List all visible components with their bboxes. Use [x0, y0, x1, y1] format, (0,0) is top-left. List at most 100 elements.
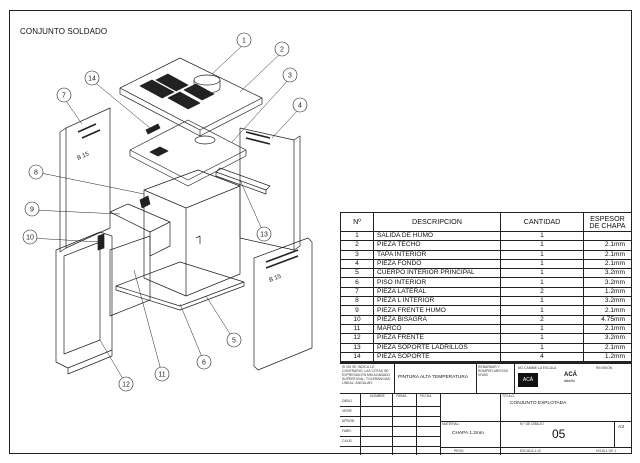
titulo-label: TÍTULO:	[502, 394, 515, 398]
bom-cell-thk: 1.2mm	[583, 351, 632, 363]
signature-rows: DIBUJ.VERIF.APROB.FABR.CALID.	[340, 399, 500, 455]
balloon-label: 3	[288, 72, 292, 79]
signature-row-label: VERIF.	[342, 409, 353, 413]
balloon-3: 3	[282, 67, 298, 83]
logo-aca-diseno: ACÁ diseño	[564, 372, 577, 384]
balloon-label: 9	[30, 206, 34, 213]
bom-cell-qty: 1	[500, 342, 584, 353]
balloon-label: 7	[62, 92, 66, 99]
balloon-5: 5	[226, 332, 242, 348]
bill-of-materials: Nº DESCRIPCION CANTIDAD ESPESOR DE CHAPA…	[340, 212, 632, 363]
balloon-6: 6	[196, 354, 212, 370]
bom-cell-qty: 2	[500, 286, 584, 298]
balloon-label: 11	[158, 371, 165, 378]
svg-text:B 15: B 15	[269, 273, 283, 283]
balloon-label: 10	[26, 234, 34, 241]
edges-note: REBARBAR Y ROMPER ARISTAS VIVAS	[478, 365, 508, 377]
logo-aca-text: ACÁ	[564, 372, 577, 378]
sheet-number: HOJA 1 DE 1	[596, 449, 617, 453]
balloon-label: 12	[122, 381, 130, 388]
balloon-label: 13	[260, 231, 268, 238]
part-cuerpo-interior-principal	[143, 169, 241, 297]
bom-cell-desc: PISO INTERIOR	[373, 277, 501, 288]
col-fecha: FECHA	[420, 394, 432, 398]
sheet-title: CONJUNTO SOLDADO	[20, 27, 108, 36]
bom-cell-n: 9	[340, 305, 374, 316]
bom-cell-qty: 1	[500, 258, 584, 270]
bom-cell-n: 14	[340, 351, 374, 363]
balloon-11: 11	[154, 366, 170, 382]
balloon-2: 2	[274, 41, 290, 57]
bom-header-quantity: CANTIDAD	[500, 212, 584, 232]
bom-cell-thk: 3.2mm	[583, 296, 632, 307]
bom-cell-thk: 2.1mm	[583, 323, 632, 335]
bom-cell-thk: 3.2mm	[583, 277, 632, 288]
bom-header-description: DESCRIPCION	[373, 212, 501, 232]
part-marco	[109, 235, 151, 317]
bom-cell-desc: PIEZA TECHO	[373, 240, 501, 251]
bom-cell-n: 3	[340, 249, 374, 260]
logo-aca-sub: diseño	[564, 379, 575, 383]
part-pieza-frente	[55, 231, 113, 375]
bom-cell-qty: 1	[500, 277, 584, 288]
balloon-label: 14	[88, 75, 96, 82]
bom-cell-thk	[583, 230, 632, 242]
bom-cell-thk: 4.75mm	[583, 314, 632, 325]
balloon-9: 9	[24, 201, 40, 217]
bom-cell-n: 7	[340, 286, 374, 298]
bom-cell-desc: PIEZA SOPORTE	[373, 351, 501, 363]
bom-header-thickness: ESPESOR DE CHAPA	[583, 212, 632, 232]
bom-cell-desc: PIEZA FRENTE HUMO	[373, 305, 501, 316]
col-nombre: NOMBRE	[370, 394, 385, 398]
bom-cell-desc: MARCO	[373, 323, 501, 335]
bom-cell-n: 10	[340, 314, 374, 325]
material-label: MATERIAL:	[442, 422, 460, 426]
bom-cell-qty: 1	[500, 333, 584, 344]
scale-label: ESCALA:1:10	[520, 449, 541, 453]
svg-text:B 15: B 15	[76, 151, 90, 162]
material-value: CHAPA 1.2mm	[452, 431, 484, 436]
part-piso-interior	[115, 261, 245, 311]
balloon-label: 1	[242, 37, 246, 44]
bom-cell-n: 1	[340, 230, 374, 242]
bom-cell-desc: PIEZA FONDO	[373, 258, 501, 270]
balloon-1: 1	[236, 32, 252, 48]
col-firma: FIRMA	[396, 394, 407, 398]
bom-cell-desc: PIEZA SOPORTE LADRILLOS	[373, 342, 501, 353]
bom-header-number: Nº	[340, 212, 374, 232]
revision-label: REVISIÓN	[596, 366, 613, 370]
balloon-label: 5	[232, 337, 236, 344]
bom-cell-qty: 1	[500, 268, 584, 279]
bom-cell-qty: 1	[500, 305, 584, 316]
balloon-label: 4	[298, 102, 302, 109]
part-pieza-lateral-right: B 15	[253, 237, 313, 371]
bom-cell-desc: TAPA INTERIOR	[373, 249, 501, 260]
bom-cell-desc: SALIDA DE HUMO	[373, 230, 501, 242]
bom-cell-qty: 1	[500, 240, 584, 251]
bom-cell-n: 4	[340, 258, 374, 270]
no-change-scale: NO CAMBIE LA ESCALA	[518, 366, 557, 370]
bom-cell-qty: 4	[500, 351, 584, 363]
bom-cell-thk: 3.2mm	[583, 268, 632, 279]
balloon-leaders	[29, 43, 301, 385]
bom-cell-desc: PIEZA L INTERIOR	[373, 296, 501, 307]
balloon-12: 12	[118, 376, 134, 392]
bom-cell-n: 2	[340, 240, 374, 251]
signature-row-label: FABR.	[342, 429, 352, 433]
part-pieza-bisagra	[97, 233, 105, 251]
bom-cell-desc: PIEZA BISAGRA	[373, 314, 501, 325]
dibujo-label: N.º DE DIBUJO	[520, 422, 544, 426]
